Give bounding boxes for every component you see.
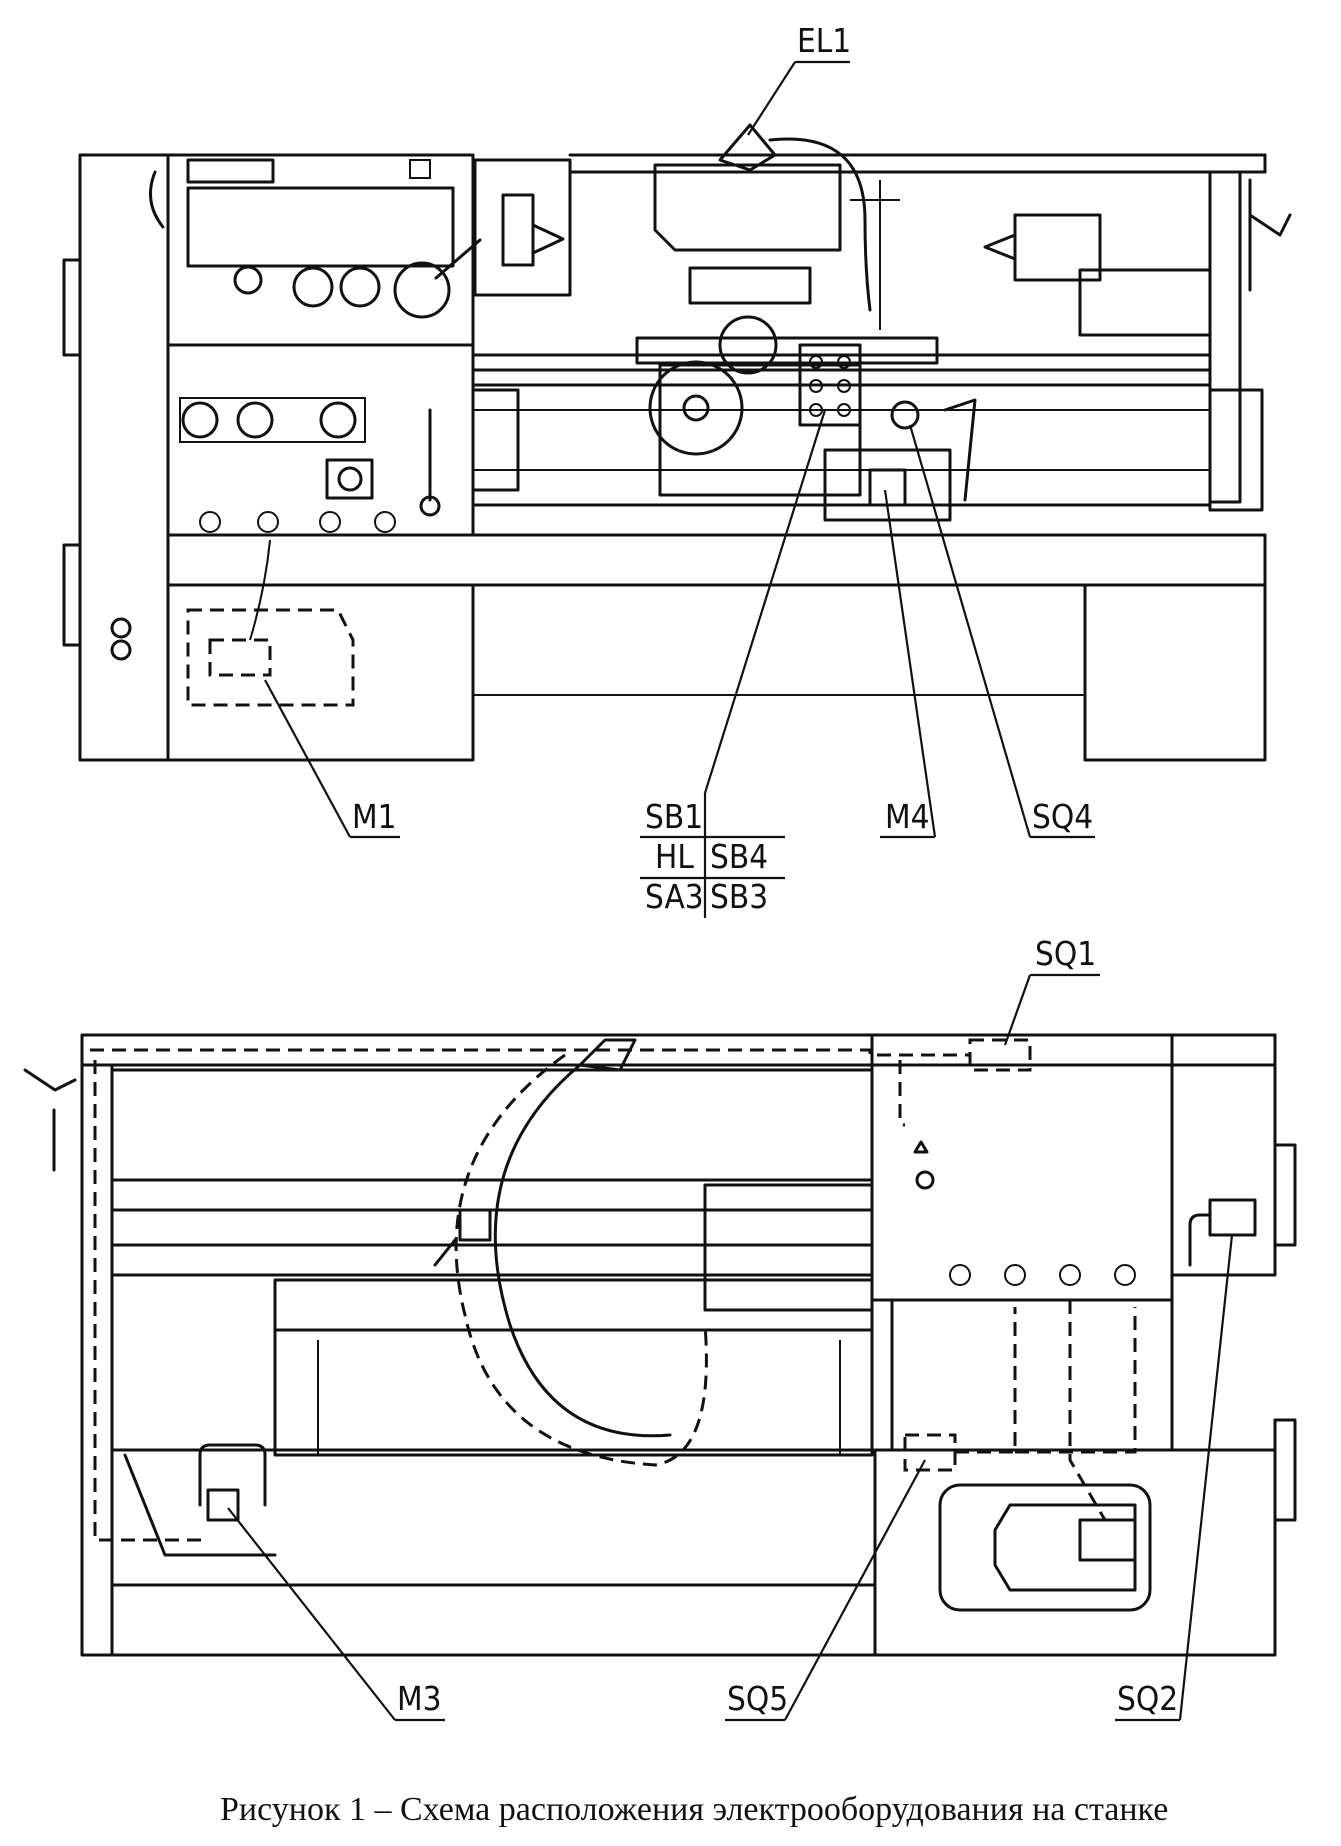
gearbox-dial-3 [319,401,357,439]
carriage-saddle [635,336,939,365]
label-m1: M1 [352,797,397,836]
rear-left-pedestal [110,1448,877,1587]
gearbox [166,343,475,537]
main-motor-m1 [208,638,272,677]
handwheel [648,360,744,456]
bed-beam [166,533,1267,587]
apron [658,363,862,497]
lubrication-motor-m3 [206,1488,240,1522]
m1-cable [249,539,271,641]
label-sb3: SB3 [710,877,768,916]
coolant-pump-motor [993,1503,1137,1592]
rear-right-pedestal [873,1448,1277,1657]
label-hl: HL [655,837,694,876]
right-pedestal [1083,583,1267,762]
pedestal-knob-lower [110,639,132,661]
rear-cabinet [890,1298,1174,1452]
right-bracket [1208,388,1264,512]
cable-loop [454,1053,708,1467]
rear-end-panel [1170,1033,1277,1277]
headstock-dial-1 [292,266,334,308]
cable-run-sq5 [955,1307,1017,1454]
chuck [501,193,535,267]
lamp-arm [768,137,872,312]
lathe-front-view [62,123,1292,762]
label-sq1: SQ1 [1035,934,1096,973]
rear-junction-box [458,1208,492,1242]
chip-tray [273,1328,874,1457]
rear-view-callouts: SQ1 M3 SQ5 SQ2 [227,934,1234,1722]
limit-switch-sq5 [903,1433,957,1472]
left-pedestal-tab-upper [62,258,82,357]
rear-apron-shelf [273,1278,874,1332]
label-sq4: SQ4 [1032,797,1093,836]
headstock-knob [233,265,263,295]
gearbox-dial-2 [236,401,274,439]
headstock-nameplate [186,158,275,184]
tailstock-center [983,233,1017,261]
label-sq5: SQ5 [727,1679,788,1718]
headstock-display-panel [186,186,455,268]
rear-carriage-block [703,1183,874,1312]
lamp-el1 [718,123,777,172]
headstock-dial-3 [393,261,451,319]
tool-post-guard [653,163,842,252]
rear-lamp [578,1038,637,1072]
top-view-callouts: EL1 M1 SB1 HL SB4 SA3 SB3 M4 SQ4 [264,21,1095,918]
label-sa3: SA3 [645,877,704,916]
spindle-housing [473,158,572,297]
headstock-dial-2 [339,266,381,308]
headstock-lever [434,238,482,280]
label-sb4: SB4 [710,837,768,876]
label-m4: M4 [885,797,930,836]
tailstock-quill [1013,213,1102,282]
spindle-center [531,223,565,255]
rear-headstock [870,1033,1174,1302]
left-pedestal-tab-lower [62,543,82,647]
warning-triangle [913,1140,929,1154]
label-sq2: SQ2 [1117,1679,1178,1718]
bed-end-block [471,388,520,492]
limit-switch-sq2 [1208,1198,1257,1237]
label-el1: EL1 [797,21,851,60]
rapid-feed-motor-housing [823,448,952,522]
rear-bed-ways [110,1068,874,1182]
gearbox-dial-1 [181,401,219,439]
figure-caption: Рисунок 1 – Схема расположения электрооб… [220,1791,1168,1828]
cable-run-top [90,1048,970,1057]
label-sb1: SB1 [645,797,703,836]
gearbox-square-button [325,458,374,500]
left-pedestal-panel [78,153,170,762]
left-pedestal [166,583,475,762]
pedestal-handle [149,170,165,229]
rear-left-column [80,1063,114,1657]
apron-control-panel [798,343,862,427]
pedestal-knob-upper [110,617,132,639]
rear-top-rail [80,1033,1277,1067]
apron-lever [943,398,977,502]
limit-switch-sq4 [890,400,920,430]
main-motor-m1-outline [186,608,355,707]
lathe-rear-view [23,1033,1297,1657]
cross-slide [688,266,812,305]
label-m3: M3 [397,1679,442,1718]
headstock-indicator [409,159,431,179]
apron-control-knob [718,315,778,375]
rear-indicator [915,1170,935,1190]
coolant-tank [938,1483,1152,1612]
cable-run-left [93,1060,205,1542]
lubrication-pump-housing [198,1443,267,1507]
